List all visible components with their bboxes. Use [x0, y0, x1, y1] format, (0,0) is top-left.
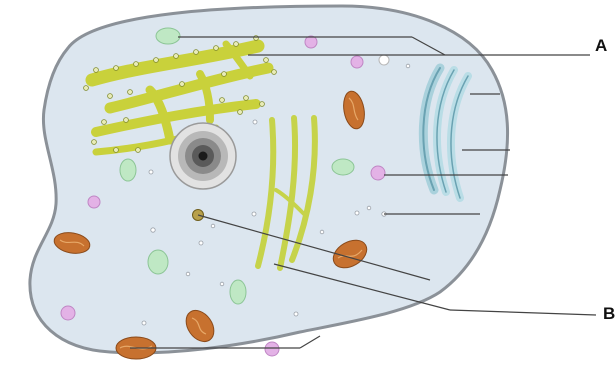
cell-membrane [30, 6, 508, 353]
label-a: A [595, 36, 607, 56]
nucleus [170, 123, 236, 189]
label-b: B [603, 304, 615, 324]
